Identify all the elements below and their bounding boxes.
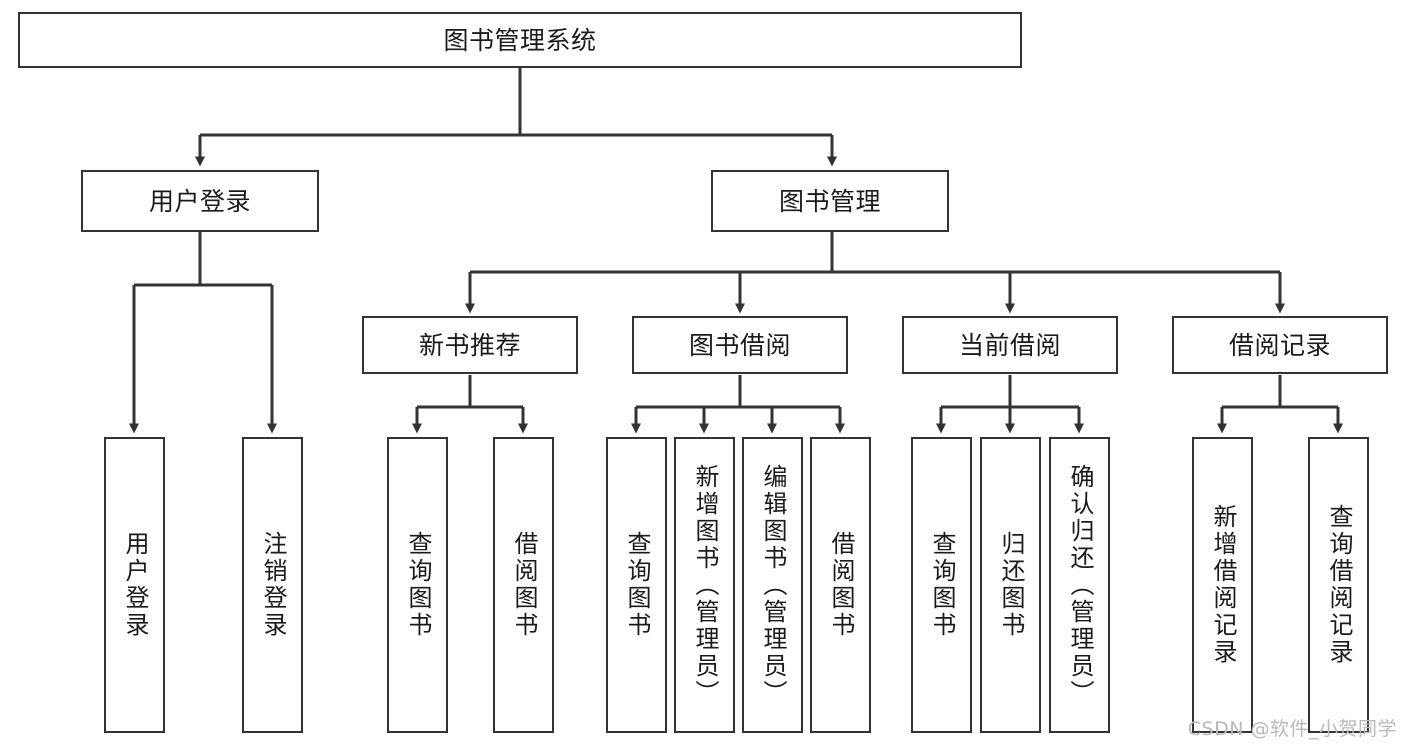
node-book-borrow[interactable]: 图书借阅 [632,316,848,374]
leaf-borrow-record-add-record[interactable]: 新增借阅记录 [1192,437,1253,733]
leaf-current-borrow-confirm-return-admin[interactable]: 确认归还（管理员） [1049,437,1110,733]
leaf-new-book-borrow-book[interactable]: 借阅图书 [493,437,554,733]
node-label: 图书管理 [778,186,881,216]
leaf-user-login-login[interactable]: 用户登录 [104,437,165,733]
node-label: 注销登录 [258,531,287,639]
node-book-management[interactable]: 图书管理 [711,170,949,232]
node-label: 新增借阅记录 [1208,504,1237,666]
node-borrow-record[interactable]: 借阅记录 [1172,316,1388,374]
node-label: 查询图书 [622,531,651,639]
node-label: 编辑图书（管理员） [758,463,787,707]
node-label: 确认归还（管理员） [1065,463,1094,707]
node-label: 新书推荐 [418,330,521,360]
leaf-book-borrow-add-book-admin[interactable]: 新增图书（管理员） [674,437,735,733]
leaf-book-borrow-query-book[interactable]: 查询图书 [606,437,667,733]
node-label: 用户登录 [120,531,149,639]
leaf-book-borrow-borrow-book[interactable]: 借阅图书 [810,437,871,733]
node-root-library-management-system[interactable]: 图书管理系统 [18,12,1022,68]
node-label: 图书管理系统 [443,25,597,55]
leaf-current-borrow-query-book[interactable]: 查询图书 [911,437,972,733]
node-label: 借阅图书 [826,531,855,639]
csdn-watermark: CSDN @软件_小贺同学 [1187,718,1397,740]
leaf-borrow-record-query-record[interactable]: 查询借阅记录 [1308,437,1369,733]
leaf-book-borrow-edit-book-admin[interactable]: 编辑图书（管理员） [742,437,803,733]
node-label: 用户登录 [148,186,251,216]
node-new-book-recommend[interactable]: 新书推荐 [362,316,578,374]
node-label: 归还图书 [996,531,1025,639]
leaf-current-borrow-return-book[interactable]: 归还图书 [980,437,1041,733]
node-label: 新增图书（管理员） [690,463,719,707]
node-current-borrow[interactable]: 当前借阅 [902,316,1118,374]
node-label: 当前借阅 [958,330,1061,360]
node-label: 图书借阅 [688,330,791,360]
node-label: 查询图书 [927,531,956,639]
node-label: 借阅记录 [1228,330,1331,360]
node-label: 借阅图书 [509,531,538,639]
node-label: 查询借阅记录 [1324,504,1353,666]
leaf-new-book-query-book[interactable]: 查询图书 [387,437,448,733]
node-user-login[interactable]: 用户登录 [81,170,319,232]
node-label: 查询图书 [403,531,432,639]
leaf-user-login-logout[interactable]: 注销登录 [242,437,303,733]
